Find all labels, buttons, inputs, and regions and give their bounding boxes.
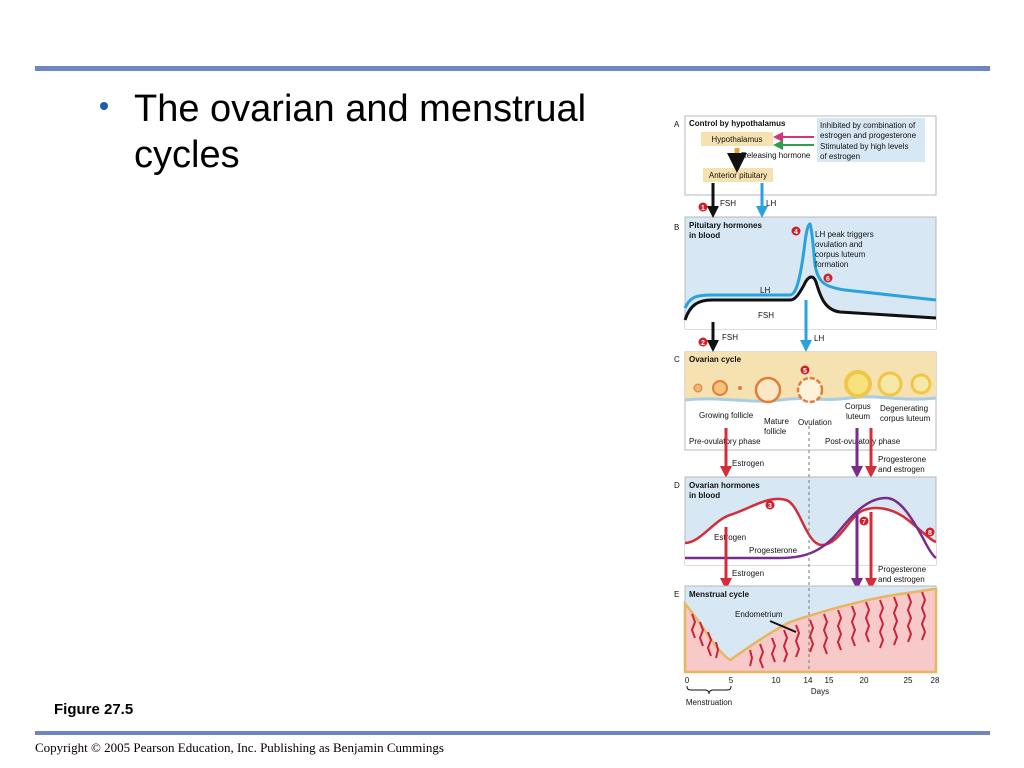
anterior-pituitary-label: Anterior pituitary — [709, 171, 767, 180]
lh-below-label: LH — [814, 334, 824, 343]
lh-peak-line3: corpus luteum — [815, 250, 866, 259]
lh-peak-line1: LH peak triggers — [815, 230, 874, 239]
menstruation-brace — [686, 685, 732, 695]
uterine-glands — [690, 591, 927, 669]
feedback-box — [817, 118, 925, 162]
svg-text:7: 7 — [862, 519, 866, 526]
panel-letter-a: A — [674, 120, 680, 129]
panel-c-title: Ovarian cycle — [689, 355, 742, 364]
day-tick-25: 25 — [904, 676, 913, 685]
bullet-text: The ovarian and menstrual cycles — [134, 88, 587, 176]
panel-b-pituitary-hormones: Pituitary hormones in blood LH peak trig… — [683, 216, 937, 343]
mature-follicle-line1: Mature — [764, 417, 789, 426]
stimulated-line2: of estrogen — [820, 152, 860, 161]
panel-d-title-line2: in blood — [689, 491, 720, 500]
panel-d-ovarian-hormones: Ovarian hormones in blood Estrogen Proge… — [684, 476, 937, 566]
progesterone-curve-label: Progesterone — [749, 546, 798, 555]
panel-letter-b: B — [674, 223, 679, 232]
anterior-pituitary-box — [703, 168, 773, 182]
follicle-sequence — [693, 370, 932, 404]
days-axis-label: Days — [811, 687, 829, 696]
degenerating-line2: corpus luteum — [880, 414, 931, 423]
inhibited-line1: Inhibited by combination of — [820, 121, 916, 130]
panel-e-title: Menstrual cycle — [689, 590, 750, 599]
copyright-notice: Copyright © 2005 Pearson Education, Inc.… — [35, 740, 444, 755]
panel-e-menstrual-cycle: Menstrual cycle Endometrium — [683, 585, 938, 674]
panel-letter-c: C — [674, 355, 680, 364]
estrogen-curve-label: Estrogen — [714, 533, 746, 542]
lh-arrow-label: LH — [766, 199, 776, 208]
fsh-curve-label: FSH — [758, 311, 774, 320]
stimulated-line1: Stimulated by high levels — [820, 142, 909, 151]
panel-c-ovarian-cycle: Ovarian cycle Growing follicle Mature fo… — [684, 351, 937, 451]
fsh-arrow-label: FSH — [720, 199, 736, 208]
panel-a-title: Control by hypothalamus — [689, 119, 786, 128]
releasing-hormone-label: Releasing hormone — [741, 151, 811, 160]
step-marker-4: 4 — [791, 226, 801, 236]
bullet-dot-icon — [100, 102, 108, 110]
svg-text:4: 4 — [794, 229, 798, 236]
estrogen-label-d: Estrogen — [732, 569, 764, 578]
progesterone-blood-curve — [685, 496, 937, 560]
lh-curve — [683, 222, 937, 309]
day-axis: 0 5 10 14 15 20 25 28 Days Menstruation — [685, 676, 940, 707]
prog-estrogen-line2-c: and estrogen — [878, 465, 925, 474]
day-tick-28: 28 — [931, 676, 940, 685]
svg-text:1: 1 — [701, 205, 705, 212]
top-rule — [35, 66, 990, 71]
panel-letter-e: E — [674, 590, 679, 599]
lh-peak-line4: formation — [815, 260, 848, 269]
panel-a-hypothalamus-control: Control by hypothalamus Hypothalamus Ant… — [684, 115, 937, 208]
panel-b-title-line2: in blood — [689, 231, 720, 240]
step-marker-8: 8 — [925, 527, 935, 537]
step-marker-5: 5 — [800, 365, 810, 375]
panel-b-title-line1: Pituitary hormones — [689, 221, 762, 230]
day-tick-10: 10 — [772, 676, 781, 685]
mature-follicle-line2: follicle — [764, 427, 787, 436]
hypothalamus-box — [701, 132, 773, 146]
step-marker-3: 3 — [765, 500, 775, 510]
step-markers: 1 2 3 4 5 6 7 8 — [698, 202, 935, 537]
step-marker-7: 7 — [859, 516, 869, 526]
day-tick-5: 5 — [729, 676, 734, 685]
ovulation-label: Ovulation — [798, 418, 832, 427]
day-tick-20: 20 — [860, 676, 869, 685]
menstruation-label: Menstruation — [686, 698, 732, 707]
lh-peak-line2: ovulation and — [815, 240, 863, 249]
estrogen-blood-curve — [684, 497, 937, 547]
estrogen-label-c: Estrogen — [732, 459, 764, 468]
panel-letter-d: D — [674, 481, 680, 490]
step-marker-6: 6 — [823, 273, 833, 283]
degenerating-line1: Degenerating — [880, 404, 928, 413]
panel-d-title-line1: Ovarian hormones — [689, 481, 760, 490]
endometrium-label: Endometrium — [735, 610, 783, 619]
prog-estrogen-line1-d: Progesterone — [878, 565, 927, 574]
lh-curve-label: LH — [760, 286, 770, 295]
svg-text:5: 5 — [803, 368, 807, 375]
fsh-below-label: FSH — [722, 333, 738, 342]
hypothalamus-label: Hypothalamus — [711, 135, 762, 144]
post-ovulatory-label: Post-ovulatory phase — [825, 437, 901, 446]
day-tick-0: 0 — [685, 676, 690, 685]
svg-text:6: 6 — [826, 276, 830, 283]
svg-text:2: 2 — [701, 340, 705, 347]
figure-label: Figure 27.5 — [54, 701, 134, 718]
corpus-luteum-line2: luteum — [846, 412, 870, 421]
day-tick-15: 15 — [825, 676, 834, 685]
inhibited-line2: estrogen and progesterone — [820, 131, 917, 140]
prog-estrogen-line1-c: Progesterone — [878, 455, 927, 464]
endometrium-pointer — [769, 620, 797, 633]
fsh-curve — [683, 275, 937, 321]
endometrium-layer — [683, 587, 938, 674]
prog-estrogen-line2-d: and estrogen — [878, 575, 925, 584]
svg-text:3: 3 — [768, 503, 772, 510]
step-marker-1: 1 — [698, 202, 708, 212]
day-tick-14: 14 — [804, 676, 813, 685]
corpus-luteum-line1: Corpus — [845, 402, 871, 411]
svg-text:8: 8 — [928, 530, 932, 537]
growing-follicle-label: Growing follicle — [699, 411, 754, 420]
step-marker-2: 2 — [698, 337, 708, 347]
bottom-rule — [35, 731, 990, 735]
